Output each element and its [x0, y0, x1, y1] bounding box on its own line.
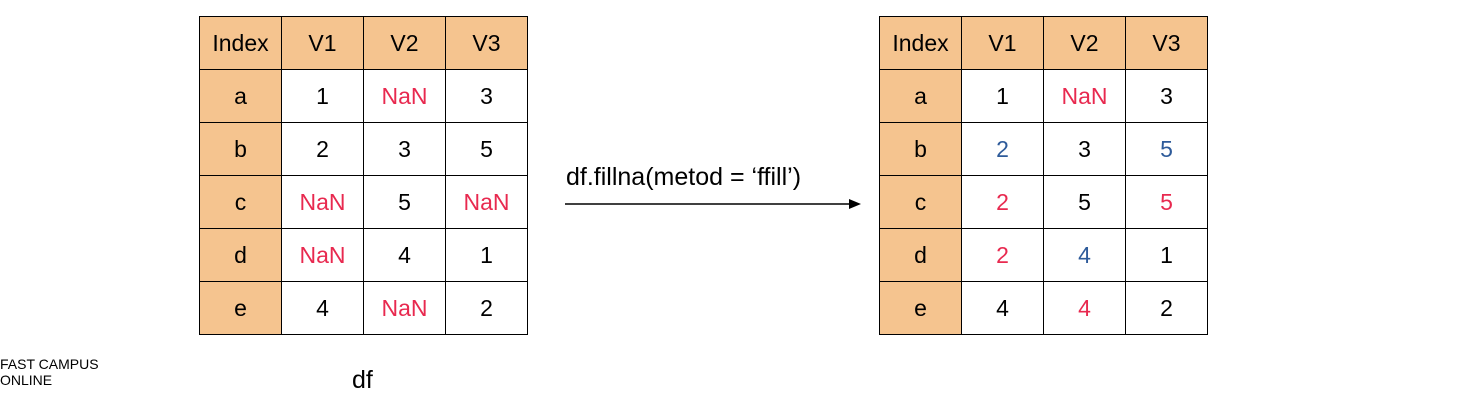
- value-cell: NaN: [363, 69, 446, 123]
- value-cell: 4: [961, 281, 1044, 335]
- dataframe-caption: df: [352, 366, 373, 394]
- value-cell: 4: [363, 228, 446, 282]
- value-cell: 5: [363, 175, 446, 229]
- value-cell: 3: [363, 122, 446, 176]
- row-index-cell: d: [879, 228, 962, 282]
- header-index: Index: [199, 16, 282, 70]
- value-cell: 4: [1043, 228, 1126, 282]
- value-cell: 2: [961, 228, 1044, 282]
- watermark: FAST CAMPUS ONLINE: [0, 356, 99, 388]
- row-index-cell: b: [879, 122, 962, 176]
- value-cell: NaN: [281, 228, 364, 282]
- value-cell: 5: [1043, 175, 1126, 229]
- row-index-cell: b: [199, 122, 282, 176]
- value-cell: 3: [1125, 69, 1208, 123]
- value-cell: 1: [281, 69, 364, 123]
- value-cell: 1: [1125, 228, 1208, 282]
- header-v2: V2: [363, 16, 446, 70]
- row-index-cell: c: [199, 175, 282, 229]
- value-cell: NaN: [281, 175, 364, 229]
- row-index-cell: d: [199, 228, 282, 282]
- value-cell: 4: [281, 281, 364, 335]
- header-v1: V1: [281, 16, 364, 70]
- header-index: Index: [879, 16, 962, 70]
- value-cell: 3: [1043, 122, 1126, 176]
- value-cell: 5: [445, 122, 528, 176]
- watermark-line-1: FAST CAMPUS: [0, 356, 99, 372]
- row-index-cell: e: [879, 281, 962, 335]
- row-index-cell: c: [879, 175, 962, 229]
- row-index-cell: e: [199, 281, 282, 335]
- header-v1: V1: [961, 16, 1044, 70]
- value-cell: 2: [1125, 281, 1208, 335]
- value-cell: NaN: [1043, 69, 1126, 123]
- header-v2: V2: [1043, 16, 1126, 70]
- transform-arrow-icon: [565, 199, 861, 209]
- row-index-cell: a: [199, 69, 282, 123]
- header-v3: V3: [1125, 16, 1208, 70]
- fillna-operation-label: df.fillna(metod = ‘ffill’): [566, 163, 802, 191]
- value-cell: NaN: [363, 281, 446, 335]
- value-cell: 2: [445, 281, 528, 335]
- value-cell: 4: [1043, 281, 1126, 335]
- header-v3: V3: [445, 16, 528, 70]
- value-cell: 3: [445, 69, 528, 123]
- value-cell: 2: [961, 122, 1044, 176]
- value-cell: 2: [281, 122, 364, 176]
- value-cell: 2: [961, 175, 1044, 229]
- row-index-cell: a: [879, 69, 962, 123]
- value-cell: 5: [1125, 122, 1208, 176]
- value-cell: 5: [1125, 175, 1208, 229]
- value-cell: 1: [961, 69, 1044, 123]
- value-cell: 1: [445, 228, 528, 282]
- value-cell: NaN: [445, 175, 528, 229]
- watermark-line-2: ONLINE: [0, 372, 53, 388]
